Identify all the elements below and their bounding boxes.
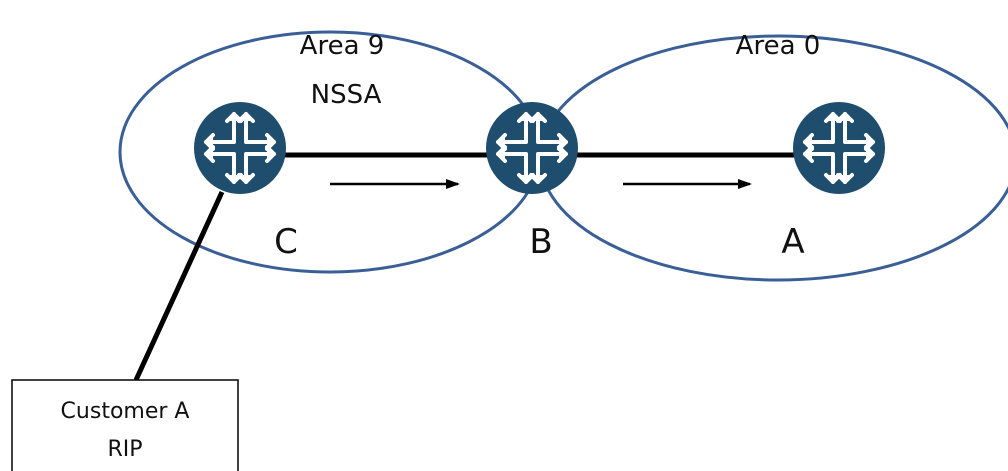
router-a	[793, 102, 885, 194]
area-9-boundary	[118, 30, 542, 274]
router-b-label: B	[529, 222, 552, 262]
customer-box	[11, 379, 239, 471]
customer-name: Customer A	[61, 399, 190, 424]
router-c	[194, 102, 286, 194]
router-icon	[194, 102, 286, 194]
area-9-label: Area 9	[300, 31, 385, 61]
customer-protocol: RIP	[107, 437, 142, 462]
area-0-boundary	[538, 34, 1008, 282]
router-icon	[793, 102, 885, 194]
router-a-label: A	[781, 222, 804, 262]
link-c-customer	[133, 190, 225, 382]
router-icon	[486, 102, 578, 194]
router-c-label: C	[274, 222, 298, 262]
router-b	[486, 102, 578, 194]
area-9-type-label: NSSA	[311, 80, 382, 110]
area-0-label: Area 0	[736, 31, 821, 61]
